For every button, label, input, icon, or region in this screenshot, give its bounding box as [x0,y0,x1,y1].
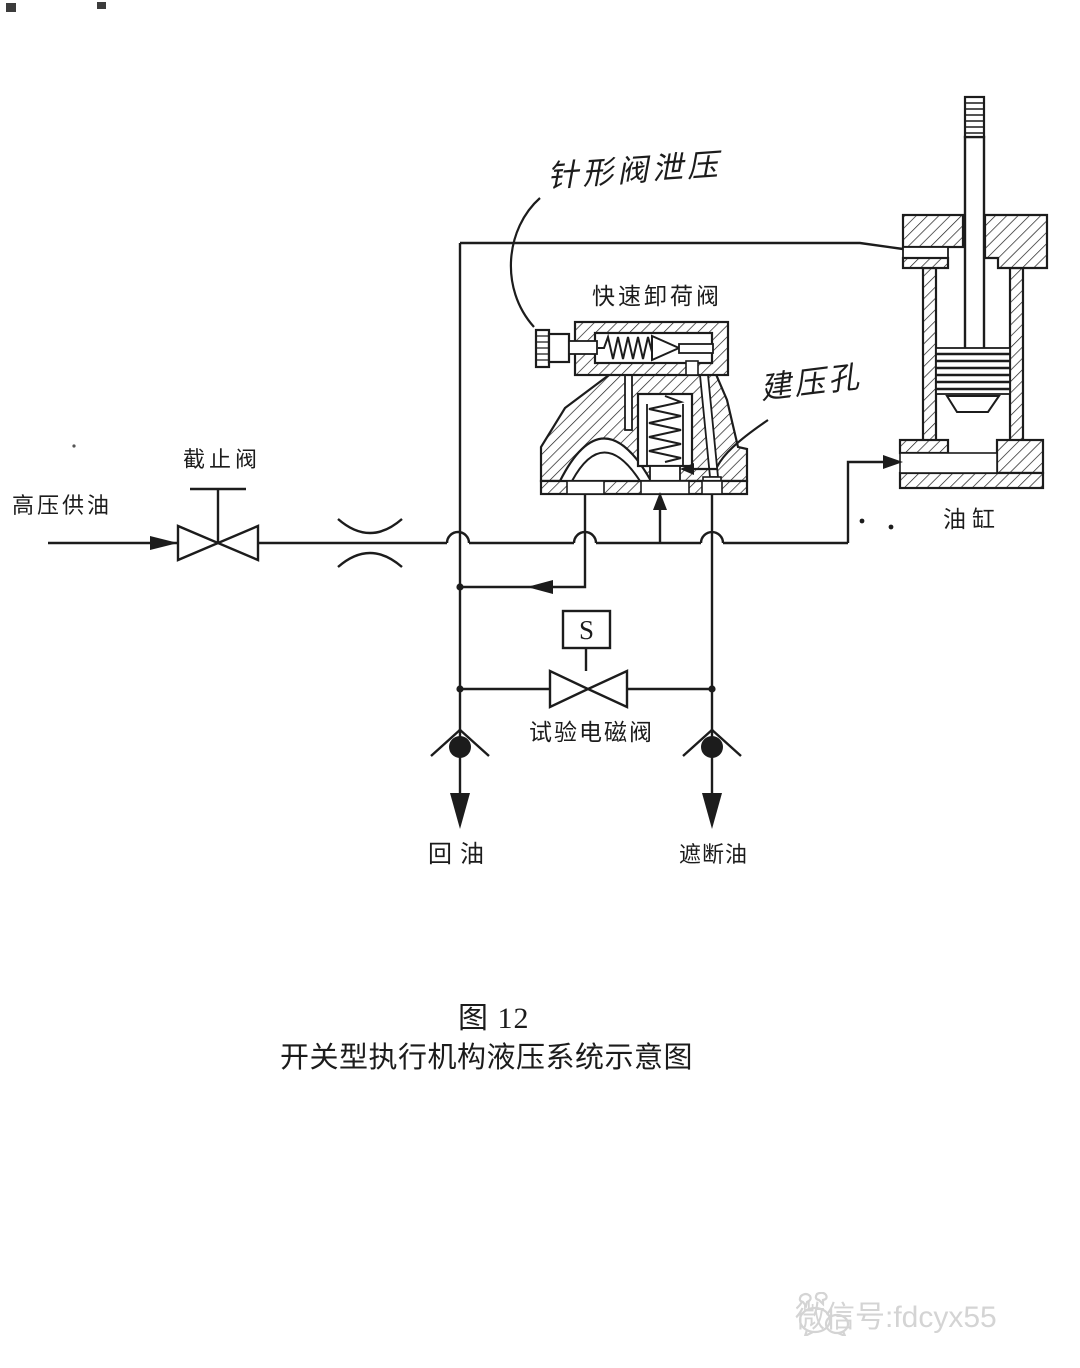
check-valve-right [682,728,742,758]
piston-rod [963,135,986,352]
oil-cylinder-label: 油缸 [943,507,1001,532]
relief-poppet [651,334,682,362]
quick-unload-valve-drawing [534,320,749,496]
needle-note-leader [509,197,541,328]
oil-cylinder-drawing [898,95,1049,490]
test-solenoid-valve-symbol [548,669,629,709]
relief-top-line [458,241,904,795]
pressure-build-orifice [649,465,681,482]
solenoid-letter: S [578,615,595,645]
flow-arrow-left [527,580,553,594]
figure-number: 图 12 [458,1002,530,1035]
watermark: 微信号:fdcyx55 [795,1292,997,1336]
pipe-junction-dot [456,685,464,693]
return-oil-arrow [450,793,470,829]
threaded-rod-end [963,95,986,139]
relief-spring [598,333,653,360]
handwritten-leaders [509,197,769,475]
check-ball [701,736,723,758]
test-solenoid-valve-label: 试验电磁阀 [529,720,654,745]
stop-valve-symbol [176,487,260,562]
supply-line-label: 高压供油 [12,493,113,518]
flow-arrow-right [150,536,178,550]
cylinder-bottom-cap [898,438,1045,490]
supply-to-valve-arrow [653,492,667,543]
figure-title: 开关型执行机构液压系统示意图 [280,1042,694,1074]
relief-valve-block [573,320,730,377]
scan-artifacts [6,2,894,530]
quick-unload-valve-label: 快速卸荷阀 [592,284,722,309]
needle-valve [534,328,598,369]
main-spring-cup [636,392,694,482]
shutoff-oil-label: 遮断油 [679,842,749,867]
main-supply-line [48,455,903,550]
piston [935,347,1011,413]
solenoid-circuit [456,609,716,709]
cylinder-top-cap [901,213,1049,270]
check-valve-left [430,728,490,758]
unload-valve-left-port-line [456,494,587,594]
orifice-pointer-arrow [680,463,694,475]
shutoff-oil-arrow [702,793,722,829]
wechat-icon [798,1292,850,1336]
pipe-junction-dot [456,583,464,591]
hole-note-leader [716,419,769,468]
return-oil-label: 回油 [428,842,492,868]
cylinder-inlet-arrow [883,455,903,469]
check-ball [449,736,471,758]
pipe-junction-dot [708,685,716,693]
stop-valve-label: 截止阀 [183,447,262,472]
flow-restrictor-symbol [337,518,403,568]
main-spring [648,395,685,463]
